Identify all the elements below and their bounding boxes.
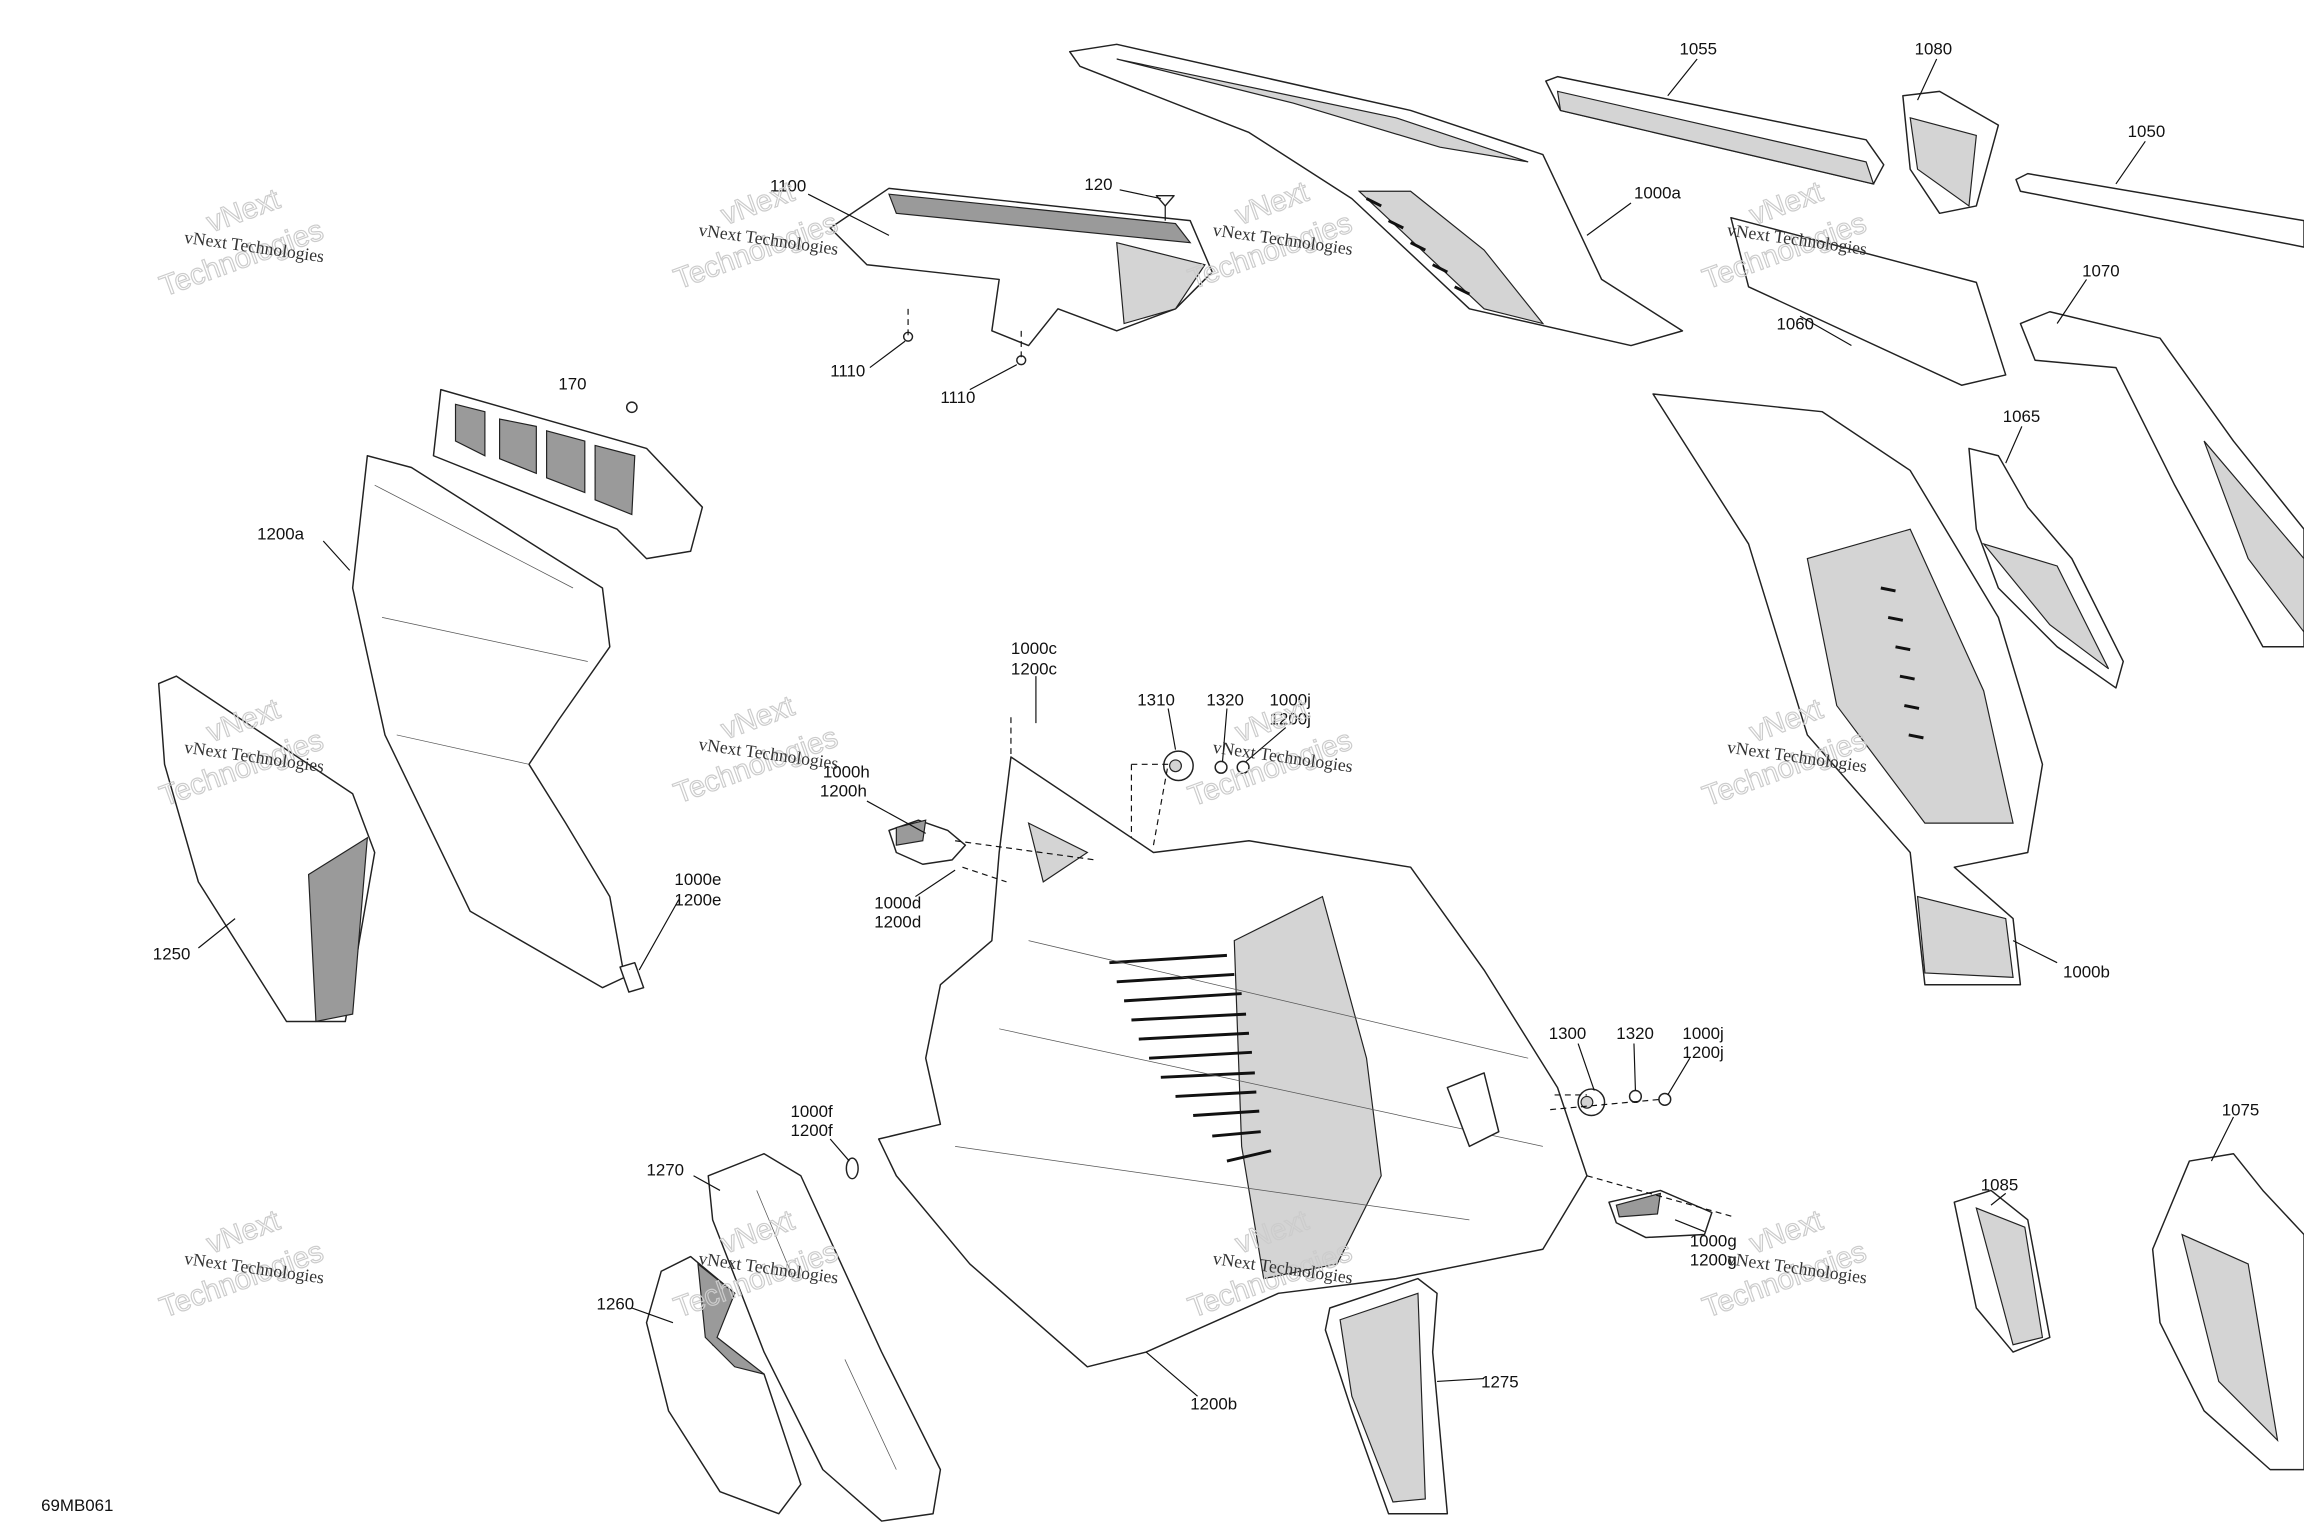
callout-1000g: 1000g [1690, 1231, 1737, 1250]
part-1065-bracket [1968, 447, 2124, 689]
callout-1110-left: 1110 [830, 361, 865, 380]
callout-1060: 1060 [1776, 314, 1814, 333]
part-1075-panel [2151, 1152, 2304, 1471]
part-1050-trim [2015, 172, 2304, 248]
diagram-code: 69MB061 [41, 1496, 113, 1515]
callout-1320-top: 1320 [1206, 691, 1244, 710]
part-1000j-top [1236, 760, 1250, 774]
part-1100-vent [829, 187, 1213, 347]
callout-1200f: 1200f [791, 1121, 834, 1140]
callout-1200g: 1200g [1690, 1250, 1737, 1269]
callout-1200a: 1200a [257, 525, 305, 544]
callout-1200b: 1200b [1190, 1394, 1237, 1413]
callout-1000a: 1000a [1634, 184, 1682, 203]
callout-1000h: 1000h [823, 763, 870, 782]
callout-1200c: 1200c [1011, 660, 1057, 679]
callout-1000d: 1000d [874, 893, 921, 912]
part-1080-block [1902, 90, 2000, 215]
part-1200b-main-panel [877, 756, 1588, 1368]
callout-1000j: 1000j [1682, 1024, 1723, 1043]
part-1270-panel [707, 1152, 942, 1522]
callout-1000e: 1000e [674, 870, 721, 889]
callout-120: 120 [1084, 175, 1112, 194]
callout-1260: 1260 [597, 1294, 635, 1313]
leader-lines [198, 58, 2234, 1397]
part-1000b-side-panel [1652, 393, 2044, 986]
part-1320-washer [1628, 1089, 1643, 1104]
assembly-lines [907, 308, 1735, 1218]
part-1060-panel [1730, 216, 2007, 386]
callout-1300: 1300 [1549, 1024, 1587, 1043]
part-1085-block [1953, 1189, 2051, 1353]
callout-1100: 1100 [770, 176, 806, 195]
part-1310-grommet [1163, 750, 1194, 782]
callout-1275: 1275 [1481, 1372, 1519, 1391]
part-170-screw [625, 401, 638, 414]
part-1000h-light [888, 819, 967, 865]
callout-1200j-top: 1200j [1270, 710, 1311, 729]
callout-1250: 1250 [153, 945, 191, 964]
callout-1000f: 1000f [791, 1102, 834, 1121]
callout-1000b: 1000b [2063, 962, 2110, 981]
callout-1050: 1050 [2128, 122, 2166, 141]
part-1000e-clip [619, 961, 645, 993]
part-1055-trim-strip [1545, 75, 1885, 185]
callout-1085: 1085 [1981, 1175, 2019, 1194]
callout-1000j-top: 1000j [1270, 691, 1311, 710]
callout-1110-right: 1110 [940, 388, 975, 407]
callout-1055: 1055 [1680, 40, 1718, 59]
callout-1075: 1075 [2222, 1101, 2260, 1120]
part-1000j-screw [1658, 1092, 1672, 1106]
callout-1200e: 1200e [674, 890, 721, 909]
part-1000f-clip [845, 1157, 859, 1180]
part-1000a-upper-panel [1068, 43, 1684, 347]
part-1275-pad [1324, 1277, 1449, 1515]
callout-1070: 1070 [2082, 261, 2120, 280]
part-1300-grommet [1577, 1088, 1606, 1117]
callout-1000c: 1000c [1011, 639, 1057, 658]
callout-1310: 1310 [1137, 691, 1175, 710]
callout-1200h: 1200h [820, 782, 867, 801]
callout-1080: 1080 [1915, 40, 1953, 59]
callout-labels: 1055 1080 1050 1000a 1100 120 1110 1110 … [41, 40, 2259, 1515]
callout-1270: 1270 [647, 1161, 685, 1180]
part-1260-panel [645, 1255, 802, 1515]
part-1320-washer-top [1214, 760, 1228, 774]
callout-170: 170 [558, 375, 586, 394]
part-1000g-light [1608, 1189, 1713, 1239]
part-1200a-panel [351, 455, 626, 989]
part-1250-panel [157, 675, 376, 1023]
callout-1200j: 1200j [1682, 1043, 1723, 1062]
callout-1200d: 1200d [874, 912, 921, 931]
callout-1320: 1320 [1616, 1024, 1654, 1043]
part-1070-panel [2019, 311, 2304, 648]
callout-1065: 1065 [2003, 407, 2041, 426]
part-170-grille [432, 388, 704, 560]
